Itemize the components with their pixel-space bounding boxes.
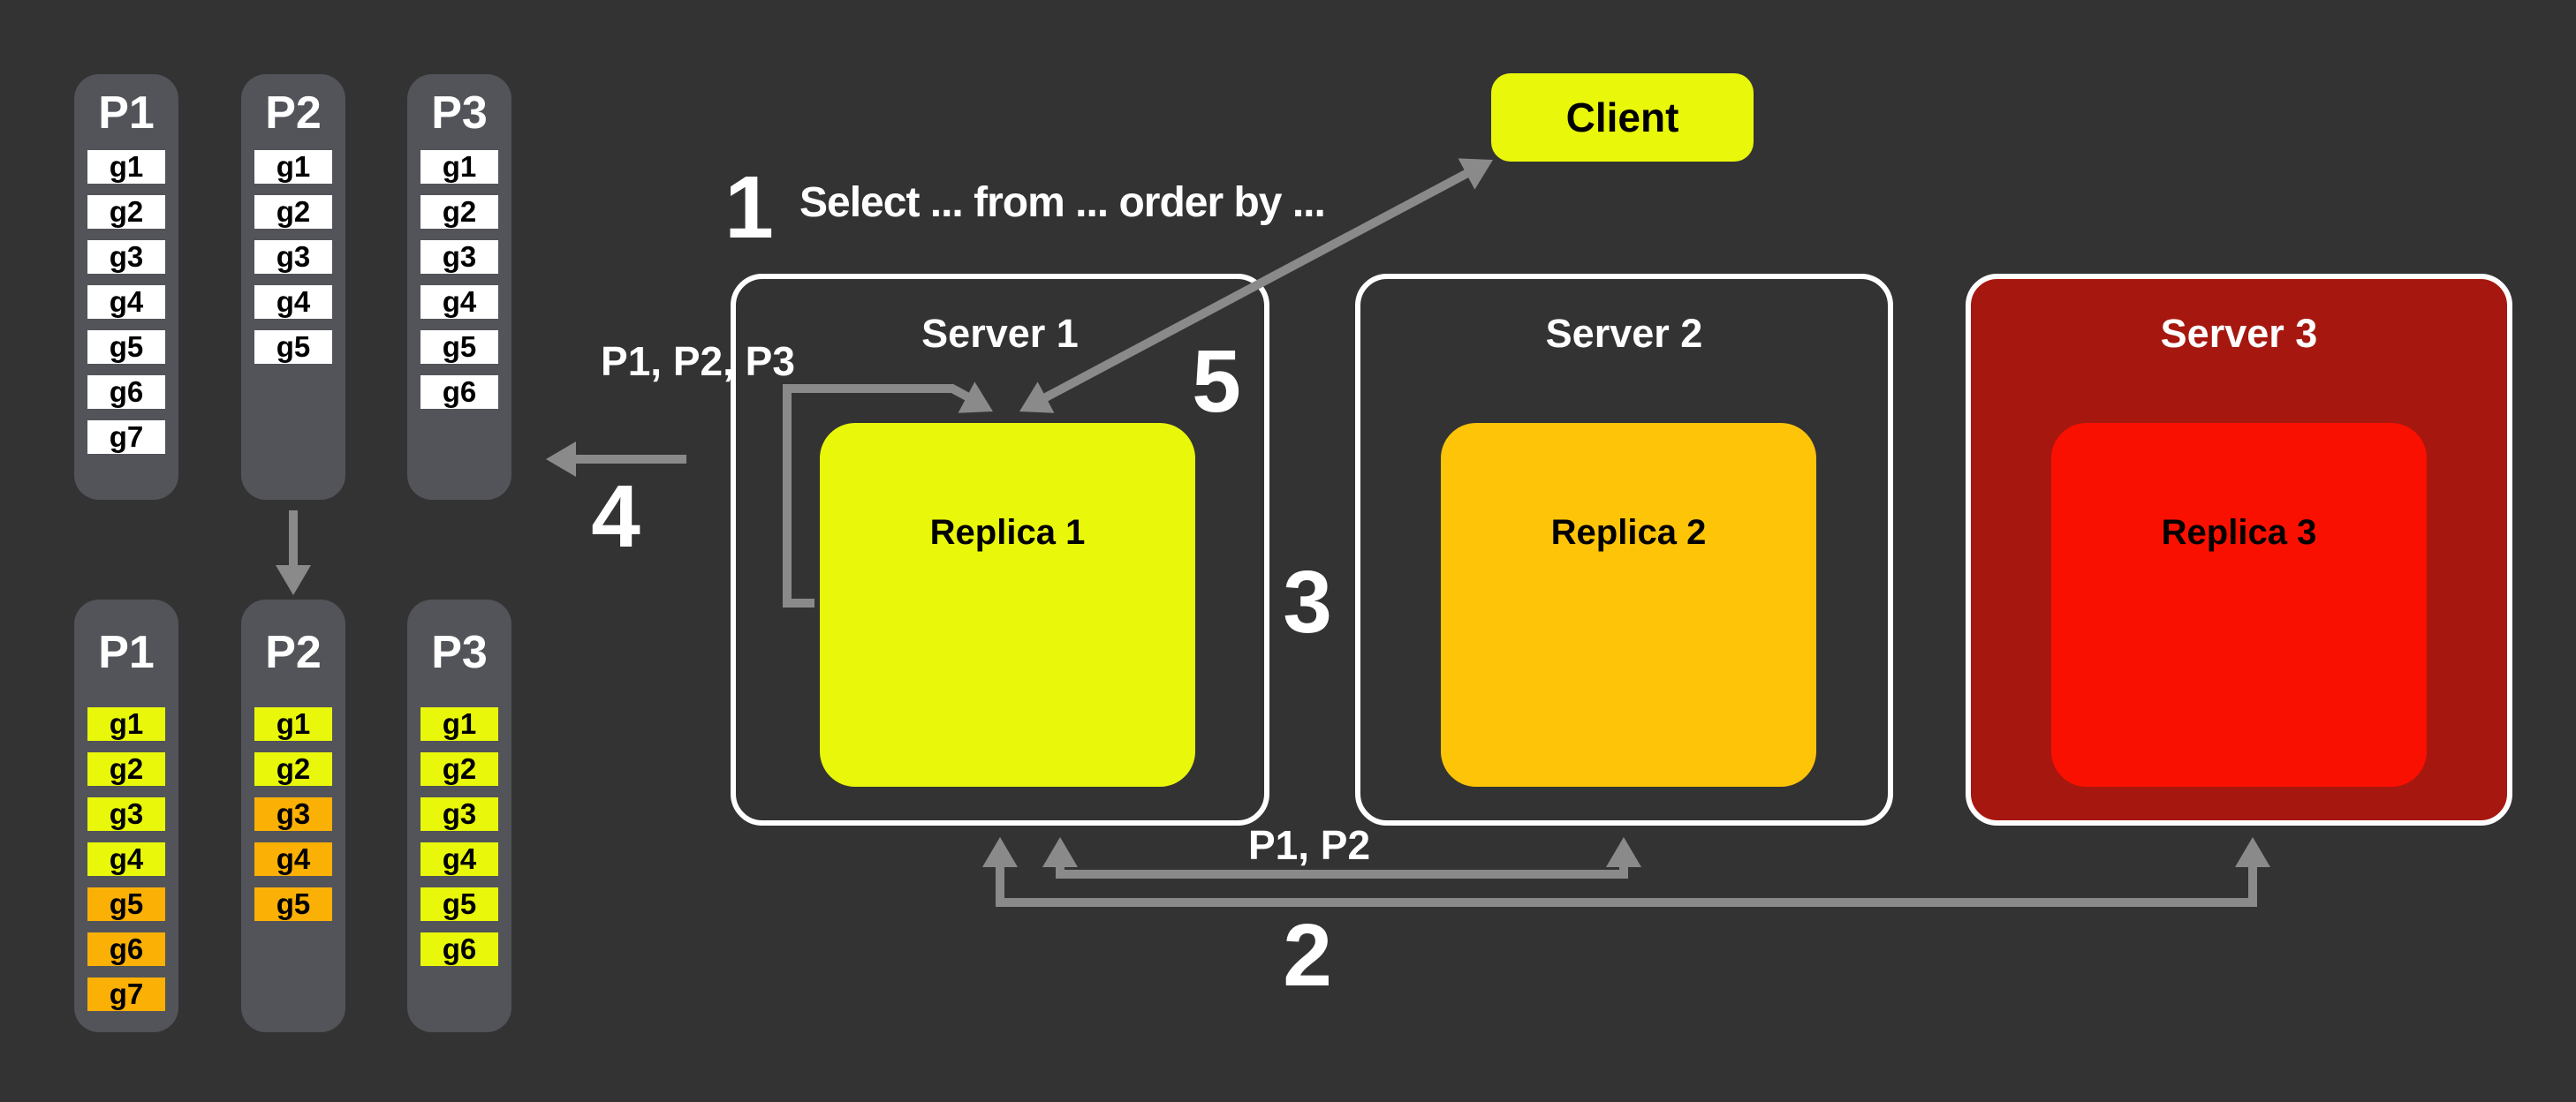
partition-item: g3 [87,797,165,831]
partition-item: g5 [87,887,165,921]
partition-unsorted-p3: P3 g1 g2 g3 g4 g5 g6 [407,74,511,500]
bracket-outer-right-arrowhead [2235,837,2270,867]
replica-label: Replica 1 [929,513,1086,552]
step-1-number: 1 [724,158,774,257]
partition-unsorted-p1: P1 g1 g2 g3 g4 g5 g6 g7 [74,74,178,500]
partition-sorted-p3: P3 g1 g2 g3 g4 g5 g6 [407,600,511,1032]
partition-item-list: g1 g2 g3 g4 g5 g6 [420,150,498,409]
partition-item-list: g1 g2 g3 g4 g5 [254,150,332,364]
partition-item: g4 [87,842,165,876]
partition-item: g4 [87,285,165,319]
bracket-inner-right-arrowhead [1606,837,1641,867]
partition-item: g2 [87,195,165,229]
partition-item: g5 [254,330,332,364]
step4-arrowhead [546,442,576,477]
partition-unsorted-p2: P2 g1 g2 g3 g4 g5 [241,74,345,500]
partition-item: g3 [254,240,332,274]
partition-item: g5 [420,330,498,364]
bracket-outer-left-arrowhead [982,837,1018,867]
partition-item: g1 [254,150,332,184]
server-2-box: Server 2 Replica 2 [1355,274,1893,826]
partition-title: P2 [265,87,322,139]
server-title: Server 2 [1545,311,1703,356]
query-text: Select ... from ... order by ... [799,179,1326,226]
partition-item: g6 [87,932,165,966]
bracket-inner-left-arrowhead [1042,837,1078,867]
replica-label: Replica 3 [2161,513,2317,552]
client-box: Client [1491,73,1754,162]
partition-item: g6 [87,375,165,409]
partition-item: g3 [254,797,332,831]
step-3-number: 3 [1283,553,1332,652]
partition-item: g4 [420,842,498,876]
partition-title: P3 [431,627,488,678]
partition-item: g2 [254,195,332,229]
partition-item: g7 [87,420,165,454]
step-2-number: 2 [1283,906,1332,1005]
partition-sorted-p1: P1 g1 g2 g3 g4 g5 g6 g7 [74,600,178,1032]
partition-item: g1 [87,707,165,741]
partition-sorted-p2: P2 g1 g2 g3 g4 g5 [241,600,345,1032]
partition-item: g2 [254,752,332,786]
server-3-box: Server 3 Replica 3 [1966,274,2512,826]
sort-arrowhead [276,565,311,595]
partition-item: g3 [420,797,498,831]
partition-item: g4 [420,285,498,319]
partition-item: g7 [87,977,165,1011]
partition-item: g3 [420,240,498,274]
fetch-partitions-label: P1, P2 [1247,822,1371,868]
partition-item: g2 [87,752,165,786]
replica-label: Replica 2 [1550,513,1707,552]
replica-2-box: Replica 2 [1441,423,1816,787]
partition-item: g2 [420,752,498,786]
partition-item: g6 [420,932,498,966]
partition-title: P2 [265,627,322,678]
step-4-number: 4 [591,467,640,566]
step-5-number: 5 [1192,332,1241,431]
partition-item-list: g1 g2 g3 g4 g5 g6 [420,707,498,966]
partition-item: g1 [254,707,332,741]
partition-item: g3 [87,240,165,274]
partition-item: g5 [87,330,165,364]
replica-3-box: Replica 3 [2051,423,2427,787]
client-label: Client [1565,94,1679,140]
server-title: Server 3 [2160,311,2318,356]
partition-item-list: g1 g2 g3 g4 g5 g6 g7 [87,150,165,454]
partition-title: P3 [431,87,488,139]
merge-partitions-label: P1, P2, P3 [601,338,795,384]
partition-item: g1 [420,707,498,741]
partition-item: g1 [87,150,165,184]
partition-item: g2 [420,195,498,229]
partition-item: g5 [254,887,332,921]
partition-item-list: g1 g2 g3 g4 g5 [254,707,332,921]
partition-title: P1 [98,87,155,139]
partition-item: g4 [254,285,332,319]
partition-item: g1 [420,150,498,184]
replica-1-box: Replica 1 [820,423,1195,787]
partition-item: g5 [420,887,498,921]
partition-item: g4 [254,842,332,876]
partition-item-list: g1 g2 g3 g4 g5 g6 g7 [87,707,165,1011]
partition-item: g6 [420,375,498,409]
partition-title: P1 [98,627,155,678]
